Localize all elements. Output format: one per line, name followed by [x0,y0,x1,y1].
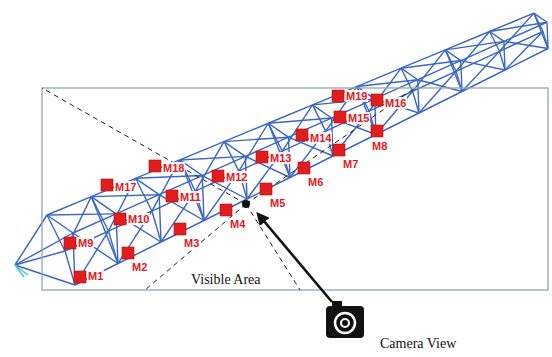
truss-member [180,156,246,160]
marker-square [256,151,268,163]
truss-member [224,137,288,141]
camera-target-dot [242,200,250,208]
marker-square [296,129,308,141]
truss-member [75,264,118,286]
marker-square [149,160,161,172]
marker-label: M1 [87,270,104,282]
truss-member [136,178,160,194]
support-mark [15,265,24,277]
truss-member [195,142,224,191]
truss-member [247,178,290,200]
view-arrow [258,214,332,302]
truss-frame [15,13,548,285]
marker-label: M7 [342,158,359,170]
truss-member [47,214,116,215]
truss-member [239,123,268,171]
truss-member [505,31,543,70]
marker-square [333,144,345,156]
marker-label: M17 [114,181,137,193]
marker-label: M15 [347,112,370,124]
marker-label: M11 [179,191,202,203]
marker-square [64,237,76,249]
marker-label: M6 [307,176,324,188]
marker-label: M3 [183,237,200,249]
truss-member [505,49,548,71]
truss-member [419,92,462,114]
marker-label: M18 [162,162,185,174]
marker-square [114,213,126,225]
truss-member [333,135,376,157]
marker-label: M4 [229,218,246,230]
truss-member [136,176,203,179]
marker-label: M9 [77,237,94,249]
marker-square [220,204,232,216]
truss-member [504,41,548,48]
marker-square [371,94,383,106]
marker-square [166,190,178,202]
marker-label: M8 [371,140,388,152]
truss-member [47,215,73,233]
marker-square [334,111,346,123]
truss-member [534,13,548,48]
truss-member [413,50,446,91]
truss-member [75,231,108,285]
truss-member [91,197,118,264]
marker-label: M2 [131,261,148,273]
marker-label: M14 [309,132,332,144]
marker-square [122,247,134,259]
truss-member [490,32,504,42]
camera-icon [326,301,364,338]
truss-member [418,80,462,92]
truss-member [313,105,332,118]
caption-label: Camera View [378,336,458,351]
marker-square [260,183,272,195]
truss-member [369,91,412,111]
marker-label: M19 [345,90,368,102]
truss-member [401,68,418,80]
truss-member [159,195,161,242]
marker-squares [64,90,383,283]
truss-member [268,123,290,177]
marker-square [101,179,113,191]
truss-member [419,71,456,113]
truss-member [461,61,505,70]
marker-square [74,271,86,283]
marker-square [371,125,383,137]
marker-label: M16 [384,97,407,109]
truss-member [47,197,91,215]
marker-square [212,170,224,182]
marker-label: M13 [269,152,292,164]
truss-member [202,176,204,221]
view-frustum [42,88,415,290]
truss-member [282,105,312,151]
truss-member [15,265,75,285]
marker-square [332,90,344,102]
marker-square [298,162,310,174]
truss-member [108,211,151,231]
marker-label: M12 [225,171,248,183]
truss-member [290,156,333,178]
marker-label: M10 [127,213,150,225]
marker-square [174,223,186,235]
marker-label: M5 [269,197,286,209]
truss-member [91,195,159,197]
truss-member [490,13,534,31]
caption-label: Visible Area [189,272,263,287]
truss-member [224,142,245,157]
truss-member [445,50,462,92]
